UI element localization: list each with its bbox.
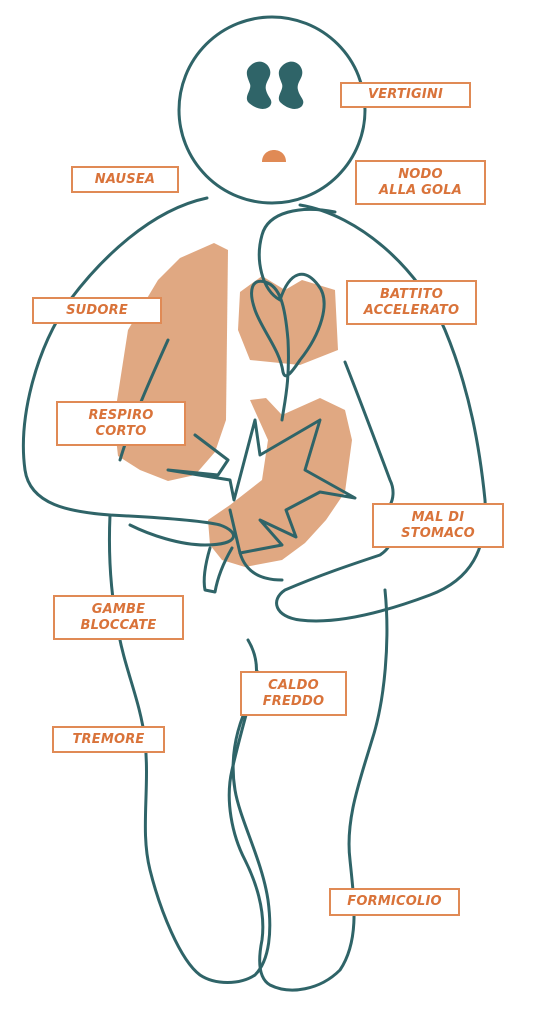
label-stomaco-line-1: MAL DI: [411, 509, 465, 525]
right-body-outline: [227, 588, 389, 992]
label-stomaco-line-2: STOMACO: [401, 525, 475, 541]
body-outline: [21, 15, 487, 992]
label-caldo-line-1: CALDO: [268, 677, 319, 693]
label-tremore-line-1: TREMORE: [72, 731, 145, 747]
label-battito-line-1: BATTITO: [380, 286, 443, 302]
heart-loop-line: [250, 207, 337, 422]
label-nodo-line-2: ALLA GOLA: [378, 182, 463, 198]
label-mal-di-stomaco: MAL DI STOMACO: [372, 503, 504, 548]
inner-lower-line: [202, 546, 234, 594]
head: [177, 15, 367, 205]
zigzag-line: [166, 418, 357, 555]
right-eye-icon: [278, 61, 304, 109]
label-respiro-line-2: CORTO: [95, 423, 147, 439]
inner-right-line: [343, 360, 395, 507]
label-caldo-line-2: FREDDO: [262, 693, 325, 709]
label-nausea: NAUSEA: [71, 166, 179, 193]
label-formicolio: FORMICOLIO: [329, 888, 460, 916]
stomach-shape: [208, 398, 352, 567]
label-sudore: SUDORE: [32, 297, 162, 324]
inner-left-line: [118, 338, 170, 462]
zigzag-lower: [238, 551, 284, 582]
label-formicolio-line-1: FORMICOLIO: [347, 894, 442, 909]
label-sudore-line-1: SUDORE: [66, 302, 128, 318]
label-battito-line-2: ACCELERATO: [363, 302, 460, 318]
label-nodo-line-1: NODO: [398, 166, 443, 182]
label-battito-accelerato: BATTITO ACCELERATO: [346, 280, 477, 325]
label-vertigini-line-1: VERTIGINI: [367, 87, 444, 102]
label-respiro-corto: RESPIRO CORTO: [56, 401, 186, 446]
left-eye-icon: [246, 61, 272, 109]
right-arm-outline: [275, 203, 487, 623]
label-nodo-alla-gola: NODO ALLA GOLA: [355, 160, 486, 205]
label-tremore: TREMORE: [52, 726, 165, 753]
label-caldo-freddo: CALDO FREDDO: [240, 671, 347, 716]
eyes: [246, 61, 304, 109]
label-gambe-line-2: BLOCCATE: [80, 617, 157, 633]
label-respiro-line-1: RESPIRO: [88, 407, 154, 423]
label-gambe-line-1: GAMBE: [91, 601, 146, 617]
mouth-icon: [262, 150, 286, 162]
label-gambe-bloccate: GAMBE BLOCCATE: [53, 595, 184, 640]
label-nausea-line-1: NAUSEA: [94, 171, 156, 187]
torso-outline: [21, 196, 235, 547]
label-vertigini: VERTIGINI: [340, 82, 471, 108]
